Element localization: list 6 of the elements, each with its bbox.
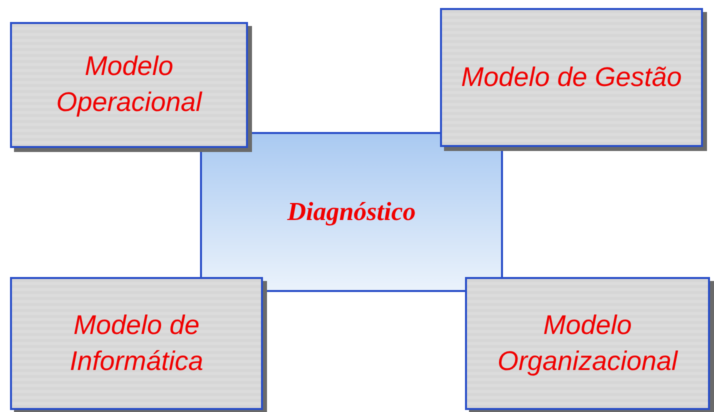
model-title: Modelo de Informática [68,308,204,378]
model-title: Modelo de Gestão [460,60,683,94]
model-title: Modelo Operacional [55,50,204,119]
center-title: Diagnóstico [286,196,417,228]
center-box [200,132,503,292]
model-title: Modelo Organizacional [496,308,679,378]
